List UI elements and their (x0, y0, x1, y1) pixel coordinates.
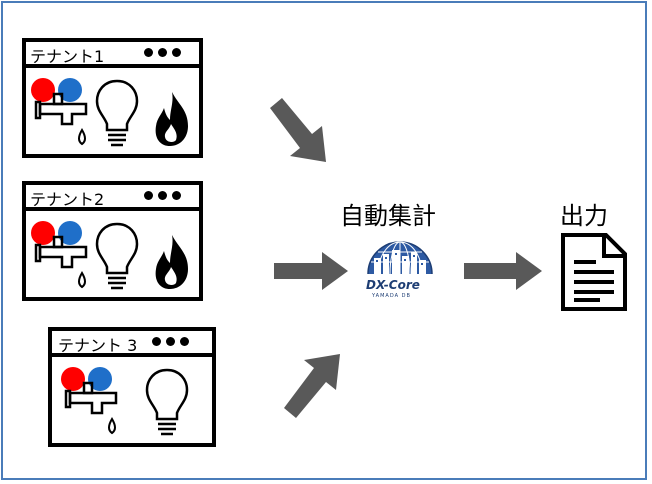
tenant-card-3: テナント 3 (48, 327, 216, 447)
arrow-right-icon (464, 252, 542, 290)
arrow-right-icon (274, 252, 348, 290)
arrow-down-right-icon (270, 98, 326, 162)
tenant-card-1: テナント1 (22, 38, 203, 158)
flame-icon (155, 235, 188, 289)
tenant-card-header: テナント1 (26, 42, 199, 68)
menu-dots-icon (152, 337, 189, 346)
faucet-icon (31, 221, 88, 289)
logo-subtext: YAMADA DB (372, 293, 411, 299)
logo-name: DX-Core (366, 278, 420, 292)
output-label: 出力 (560, 202, 608, 230)
flame-icon (155, 92, 188, 146)
tenant-card-2: テナント2 (22, 181, 203, 301)
tenant-title: テナント1 (30, 47, 105, 66)
tenant-title: テナント 3 (58, 336, 138, 355)
faucet-icon (61, 367, 118, 435)
aggregate-label: 自動集計 (340, 202, 436, 230)
menu-dots-icon (144, 191, 181, 200)
tenant-title: テナント2 (30, 190, 105, 209)
faucet-icon (31, 78, 88, 146)
tenant-card-header: テナント2 (26, 185, 199, 211)
lightbulb-icon (95, 222, 139, 290)
tenant-card-header: テナント 3 (52, 331, 212, 357)
menu-dots-icon (144, 48, 181, 57)
lightbulb-icon (95, 79, 139, 147)
arrow-up-right-icon (284, 354, 340, 418)
document-icon (561, 233, 627, 311)
dx-core-logo-icon (367, 241, 433, 275)
lightbulb-icon (145, 368, 189, 436)
